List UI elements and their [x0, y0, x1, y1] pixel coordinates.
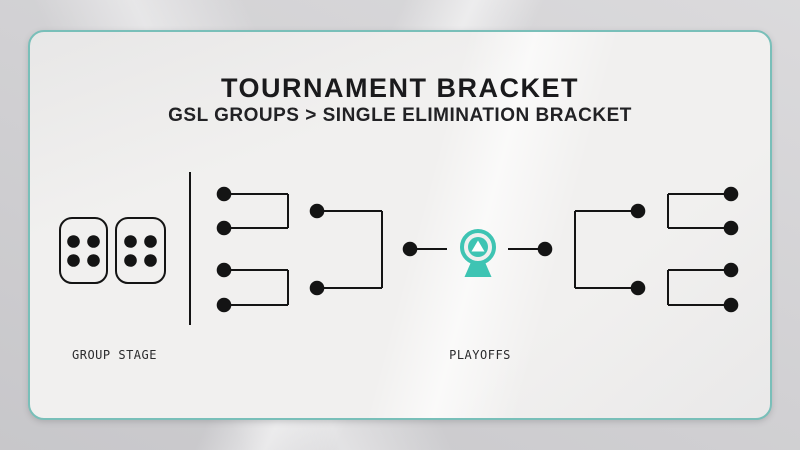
bracket-dot [630, 203, 646, 219]
player-dot [144, 254, 157, 267]
player-dot [87, 254, 100, 267]
player-dot [144, 235, 157, 248]
bracket-dot [723, 220, 739, 236]
player-group-icon [59, 217, 108, 284]
bracket-dot [216, 262, 232, 278]
player-dot [124, 235, 137, 248]
finalist-dot [402, 241, 418, 257]
page-subtitle: GSL GROUPS > SINGLE ELIMINATION BRACKET [168, 105, 632, 126]
finalist-dot [537, 241, 553, 257]
playoffs-label: PLAYOFFS [449, 348, 511, 362]
bracket-dot [309, 203, 325, 219]
bracket-dot [216, 186, 232, 202]
trophy-base [464, 261, 492, 277]
group-stage-label: GROUP STAGE [72, 348, 157, 362]
bracket-dot [309, 280, 325, 296]
bracket-dot [723, 297, 739, 313]
bracket-dot [216, 220, 232, 236]
bracket-dot [723, 186, 739, 202]
player-dot [124, 254, 137, 267]
bracket-dot [723, 262, 739, 278]
bracket-dot [630, 280, 646, 296]
bracket-dot [216, 297, 232, 313]
player-dot [87, 235, 100, 248]
player-dot [67, 235, 80, 248]
bracket-card: TOURNAMENT BRACKET GSL GROUPS > SINGLE E… [28, 30, 772, 420]
page-title: TOURNAMENT BRACKET [221, 73, 579, 103]
trophy-triangle [471, 240, 485, 252]
player-dot [67, 254, 80, 267]
player-group-icon [115, 217, 166, 284]
